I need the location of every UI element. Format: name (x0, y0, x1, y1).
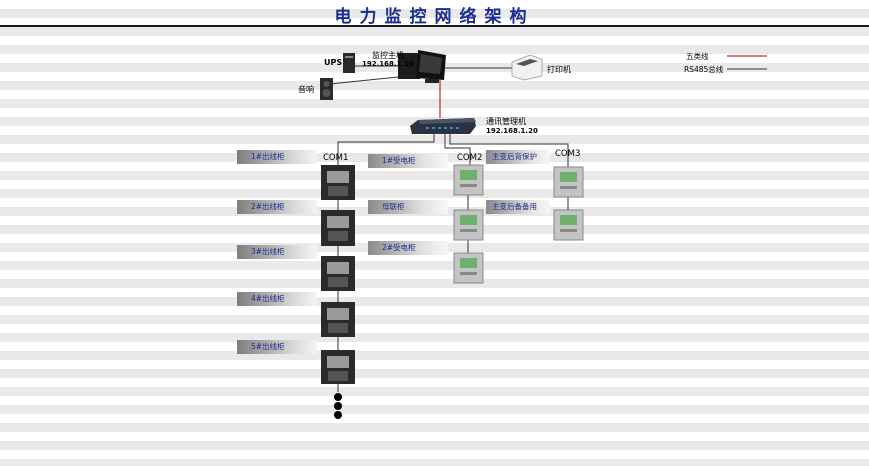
relay-com3-1 (553, 166, 584, 198)
continuation-dot-1 (334, 393, 342, 401)
feeder-tag-5: 5#出线柜 (237, 340, 317, 354)
com1-meters (321, 165, 355, 384)
port-com1: COM1 (323, 153, 349, 163)
comm-manager-ip: 192.168.1.20 (486, 127, 538, 135)
com3-relays (553, 166, 584, 241)
feeder-tag-1: 1#出线柜 (237, 150, 317, 164)
speaker-icon (320, 78, 333, 100)
comm-manager-icon (410, 118, 476, 134)
ups-icon (343, 53, 355, 73)
meter-4 (321, 302, 355, 337)
printer-label: 打印机 (547, 65, 571, 74)
continuation-dot-2 (334, 402, 342, 410)
meter-1 (321, 165, 355, 200)
com2-tag-1: 1#受电柜 (368, 154, 448, 168)
page-title: 电力监控网络架构 (334, 7, 535, 27)
com3-tag-1: 主变后背保护 (486, 150, 550, 164)
meter-5 (321, 350, 355, 384)
feeder-tag-4: 4#出线柜 (237, 292, 317, 306)
host-label: 监控主机 (372, 51, 404, 60)
monitor-host-icon (398, 50, 446, 83)
legend-rs485-label: RS485总线 (684, 65, 724, 74)
connection-lines (329, 65, 569, 392)
title-rule (0, 25, 869, 27)
com2-relays (453, 164, 484, 284)
host-ip: 192.168.1.10 (362, 60, 414, 68)
feeder-tag-3: 3#出线柜 (237, 245, 317, 259)
meter-2 (321, 210, 355, 246)
meter-3 (321, 256, 355, 291)
relay-com2-1 (453, 164, 484, 196)
speaker-label: 音响 (298, 85, 314, 94)
continuation-dot-3 (334, 411, 342, 419)
port-com2: COM2 (457, 153, 483, 163)
feeder-tag-2: 2#出线柜 (237, 200, 317, 214)
relay-com2-3 (453, 252, 484, 284)
comm-manager-label: 通讯管理机 (486, 117, 526, 126)
com2-tag-2: 母联柜 (368, 200, 448, 214)
relay-com2-2 (453, 209, 484, 241)
ups-label: UPS (324, 58, 343, 67)
com1-trunk (337, 132, 435, 165)
com3-trunk (449, 132, 569, 167)
com2-tag-3: 2#受电柜 (368, 241, 448, 255)
legend-fiber-label: 五类线 (686, 52, 709, 61)
com2-trunk (444, 132, 471, 165)
relay-com3-2 (553, 209, 584, 241)
com3-tag-2: 主变后备备用 (486, 200, 550, 214)
printer-icon (511, 54, 543, 81)
port-com3: COM3 (555, 149, 581, 159)
